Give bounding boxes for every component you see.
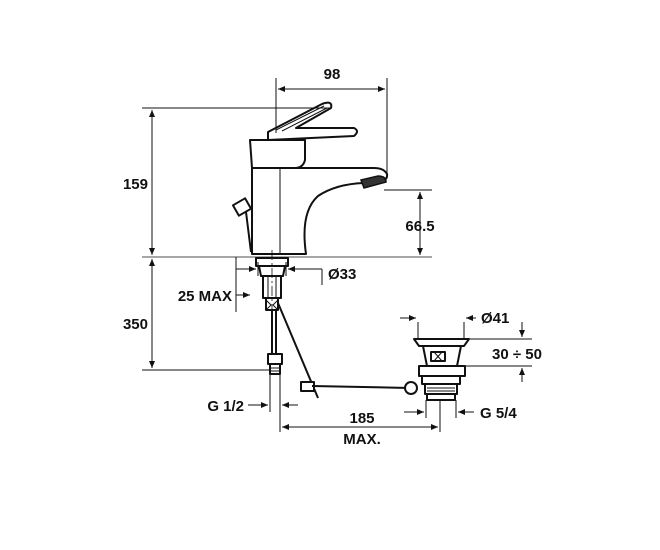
dim-g12: G 1/2 [207, 398, 244, 415]
dim-159: 159 [123, 176, 148, 193]
aerator [359, 175, 387, 189]
dim-g54: G 5/4 [480, 405, 517, 422]
dim-66-5: 66.5 [405, 218, 434, 235]
pull-rod [277, 302, 411, 399]
waste-valve [404, 338, 470, 401]
dim-25-max: 25 MAX [178, 288, 232, 305]
cartridge-cap [249, 139, 306, 169]
dim-o41: Ø41 [481, 310, 509, 327]
dim-350: 350 [123, 316, 148, 333]
dim-max: MAX. [343, 431, 381, 448]
popup-knob [231, 197, 253, 253]
flex-hose [267, 310, 283, 375]
dim-o33: Ø33 [328, 266, 356, 283]
dim-98: 98 [324, 66, 341, 83]
faucet-body [231, 101, 389, 255]
dimension-labels: 98 159 66.5 Ø33 25 MAX 350 Ø41 30 ÷ 50 G… [123, 66, 542, 448]
mounting-assembly [255, 257, 289, 311]
dimension-lines [142, 78, 532, 432]
dim-30-50: 30 ÷ 50 [492, 346, 542, 363]
lever-handle [267, 101, 358, 141]
dim-185: 185 [349, 410, 374, 427]
